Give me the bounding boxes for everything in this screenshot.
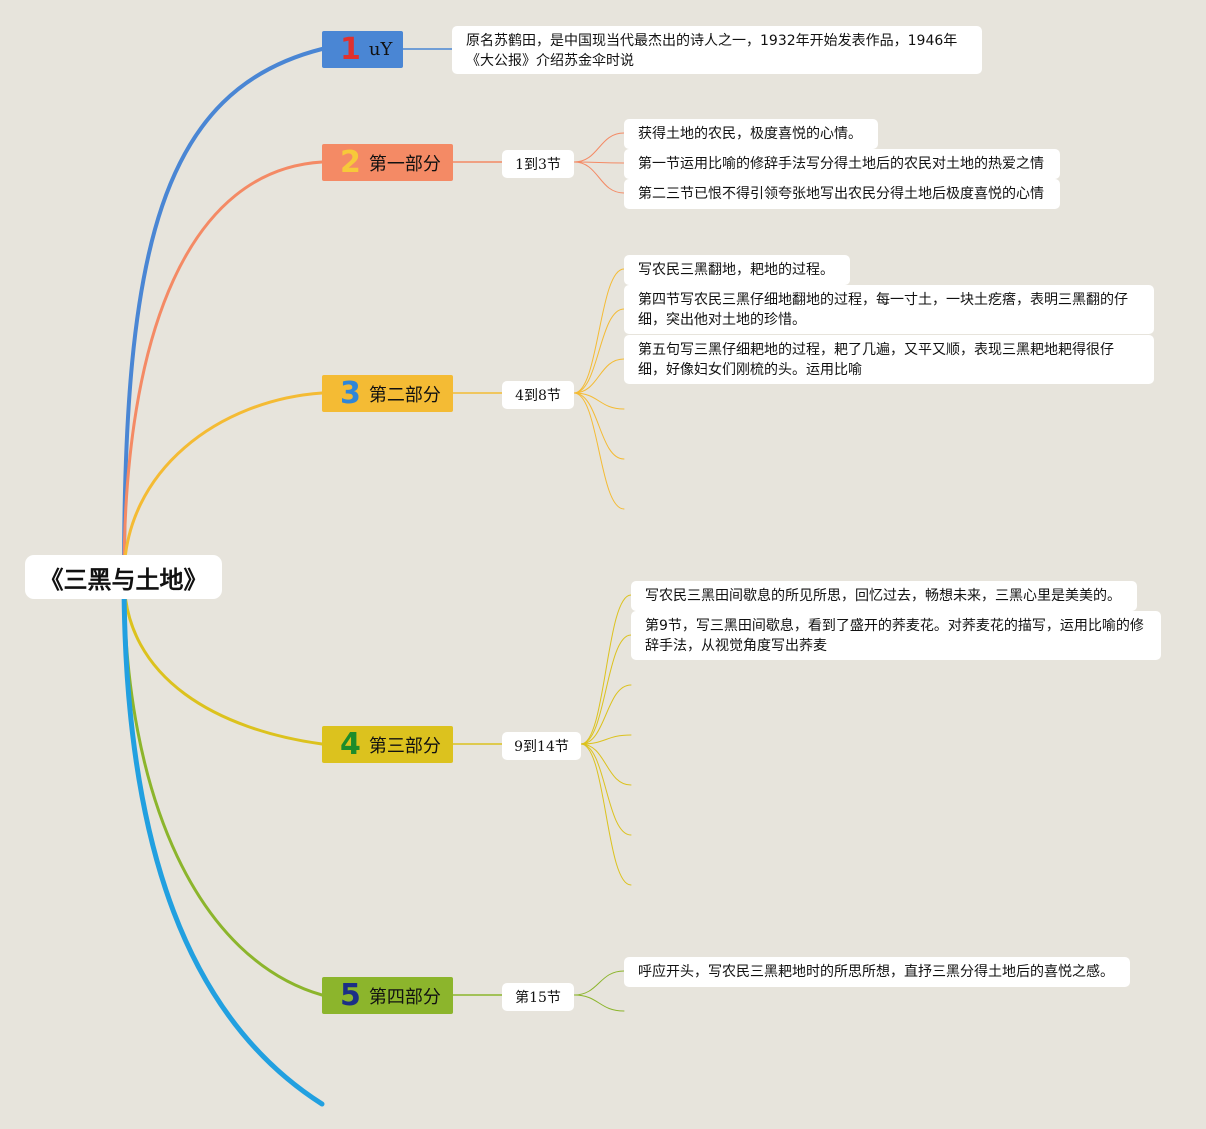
- leaf-connector: [573, 994, 625, 1012]
- leaf-connector: [580, 594, 632, 745]
- branch-4[interactable]: 4 第三部分: [322, 726, 453, 763]
- leaf-connector: [573, 132, 625, 163]
- branch-connector: [122, 47, 324, 579]
- leaf-connector: [573, 970, 625, 996]
- leaf-connector: [573, 161, 625, 194]
- branch-3[interactable]: 3 第二部分: [322, 375, 453, 412]
- branch-label: 第二部分: [368, 384, 441, 406]
- leaf-connector: [580, 743, 632, 836]
- leaf-connector: [573, 268, 625, 394]
- branch-connector: [122, 160, 324, 579]
- branch-label: 第三部分: [368, 735, 441, 757]
- branch-connector: [122, 575, 324, 997]
- branch-number: 3: [340, 375, 361, 411]
- leaf-note[interactable]: 第一节运用比喻的修辞手法写分得土地后的农民对土地的热爱之情: [624, 149, 1060, 179]
- leaf-connector: [573, 308, 625, 394]
- branch-label: 第一部分: [368, 153, 441, 175]
- branch-2[interactable]: 2 第一部分: [322, 144, 453, 181]
- leaf-note[interactable]: 第9节，写三黑田间歇息，看到了盛开的荞麦花。对荞麦花的描写，运用比喻的修辞手法，…: [631, 611, 1161, 660]
- leaf-connector: [573, 161, 625, 164]
- branch-label: uY: [368, 39, 393, 60]
- leaf-note[interactable]: 原名苏鹤田，是中国现当代最杰出的诗人之一，1932年开始发表作品，1946年《大…: [452, 26, 982, 74]
- leaf-connector: [580, 743, 632, 886]
- section-range[interactable]: 第15节: [502, 983, 574, 1011]
- leaf-note[interactable]: 呼应开头，写农民三黑耙地时的所思所想，直抒三黑分得土地后的喜悦之感。: [624, 957, 1130, 987]
- branch-number: 4: [340, 726, 361, 762]
- leaf-note[interactable]: 第五句写三黑仔细耙地的过程，耙了几遍，又平又顺，表现三黑耙地耙得很仔细，好像妇女…: [624, 335, 1154, 384]
- leaf-connector: [573, 358, 625, 394]
- section-range[interactable]: 1到3节: [502, 150, 574, 178]
- leaf-note[interactable]: 写农民三黑田间歇息的所见所思，回忆过去，畅想未来，三黑心里是美美的。: [631, 581, 1137, 611]
- leaf-note[interactable]: 第四节写农民三黑仔细地翻地的过程，每一寸土，一块土疙瘩，表明三黑翻的仔细，突出他…: [624, 285, 1154, 334]
- leaf-connector: [580, 684, 632, 745]
- leaf-connector: [573, 392, 625, 460]
- branch-1[interactable]: 1 uY: [322, 31, 403, 68]
- section-range[interactable]: 9到14节: [502, 732, 581, 760]
- branch-number: 2: [340, 144, 361, 180]
- leaf-connector: [573, 392, 625, 410]
- leaf-note[interactable]: 获得土地的农民，极度喜悦的心情。: [624, 119, 878, 149]
- branch-number: 1: [340, 31, 361, 67]
- section-range[interactable]: 4到8节: [502, 381, 574, 409]
- root-topic[interactable]: 《三黑与土地》: [25, 555, 222, 599]
- branch-number: 5: [340, 977, 361, 1013]
- leaf-connector: [573, 392, 625, 510]
- leaf-connector: [580, 634, 632, 745]
- branch-connector: [121, 574, 325, 1107]
- leaf-note[interactable]: 写农民三黑翻地，耙地的过程。: [624, 255, 850, 285]
- branch-connector: [122, 391, 324, 579]
- branch-5[interactable]: 5 第四部分: [322, 977, 453, 1014]
- leaf-connector: [580, 743, 632, 786]
- leaf-connector: [580, 734, 632, 745]
- leaf-note[interactable]: 第二三节已恨不得引领夸张地写出农民分得土地后极度喜悦的心情: [624, 179, 1060, 209]
- branch-connector: [122, 575, 324, 746]
- branch-label: 第四部分: [368, 986, 441, 1008]
